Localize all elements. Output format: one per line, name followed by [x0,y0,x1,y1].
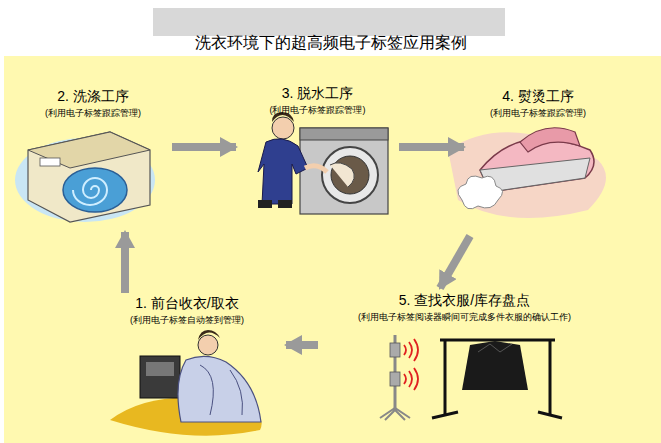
flow-arrow [399,143,464,151]
process-step: 5. 查找衣服/库存盘点 (利用电子标签阅读器瞬间可完成多件衣服的确认工作) [322,292,607,428]
flow-arrow [440,236,470,288]
step-note: (利用电子标签跟踪管理) [468,107,608,119]
step-heading: 3. 脱水工序 [240,85,395,102]
process-step: 3. 脱水工序 (利用电子标签跟踪管理) [240,85,395,219]
process-step: 2. 洗涤工序 (利用电子标签跟踪管理) [18,88,168,228]
diagram-title: 洗衣环境下的超高频电子标签应用案例 [195,33,467,53]
flow-arrow [121,232,129,293]
washing-machine [15,132,155,222]
step-note: (利用电子标签自动签到管理) [92,314,282,326]
dryer-and-worker [258,112,388,214]
flow-arrow [286,341,318,349]
step-note: (利用电子标签跟踪管理) [18,107,168,119]
process-step: 1. 前台收衣/取衣 (利用电子标签自动签到管理) [92,295,282,433]
flow-arrow [172,143,236,151]
step-heading: 4. 熨烫工序 [468,88,608,105]
step-note: (利用电子标签跟踪管理) [240,104,395,116]
step-heading: 5. 查找衣服/库存盘点 [322,292,607,309]
step-heading: 2. 洗涤工序 [18,88,168,105]
process-step: 4. 熨烫工序 (利用电子标签跟踪管理) [468,88,608,228]
front-desk-worker [110,330,262,436]
step-heading: 1. 前台收衣/取衣 [92,295,282,312]
step-note: (利用电子标签阅读器瞬间可完成多件衣服的确认工作) [322,311,607,323]
clothes-rack-and-reader [380,335,562,420]
yellow-ground [4,56,661,443]
title-line: 洗衣环境下的超高频电子标签应用案例 [0,33,661,53]
title-bar [153,8,505,36]
iron [448,128,606,218]
